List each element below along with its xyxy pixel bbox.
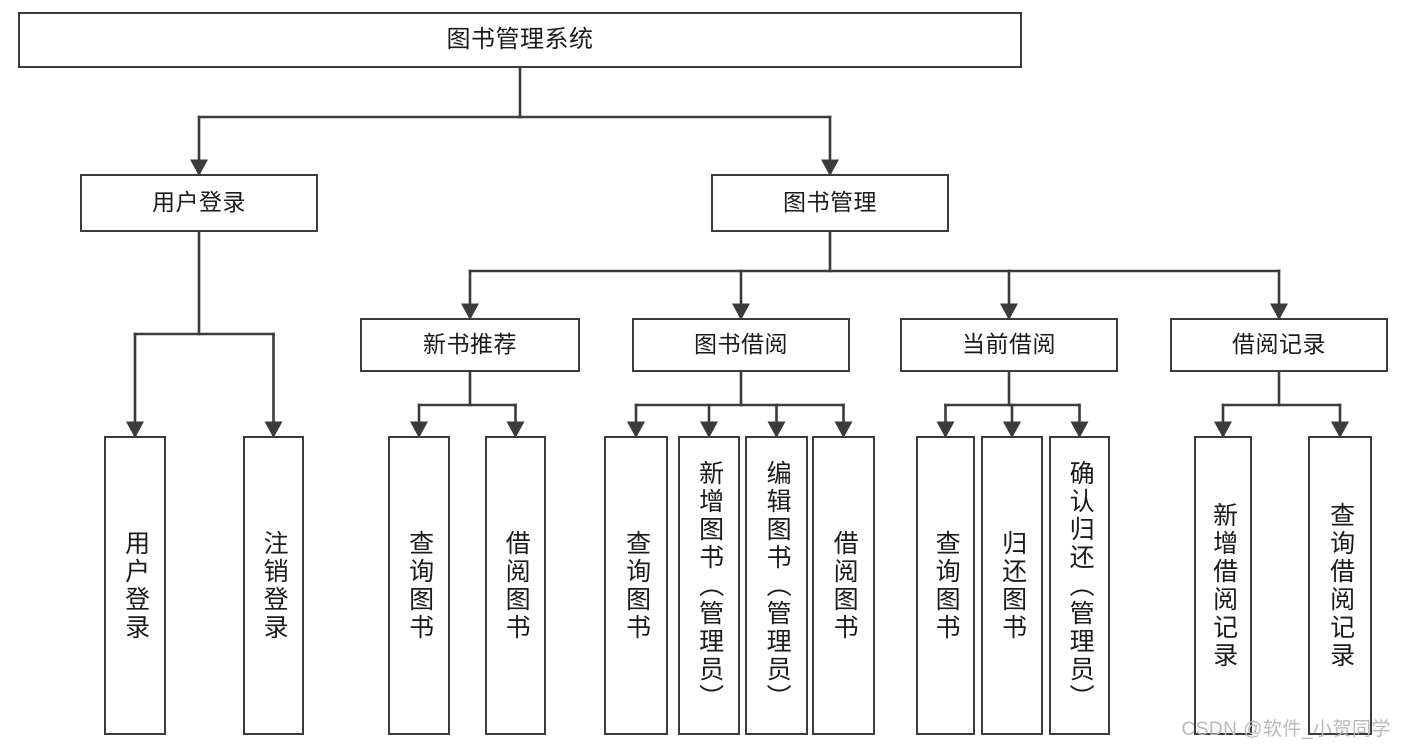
edge-group bbox=[125, 66, 1350, 439]
node-user-login[interactable]: 用户登录 bbox=[80, 174, 318, 232]
node-book-borrow[interactable]: 图书借阅 bbox=[632, 318, 850, 372]
watermark: CSDN @软件_小贺同学 bbox=[1181, 719, 1391, 740]
node-current-borrow-label: 当前借阅 bbox=[962, 331, 1056, 358]
node-book-borrow-label: 图书借阅 bbox=[694, 331, 788, 358]
leaf-query-borrow-record[interactable]: 查询借阅记录 bbox=[1308, 436, 1372, 735]
leaf-user-login-label: 用户登录 bbox=[121, 529, 150, 642]
leaf-user-login[interactable]: 用户登录 bbox=[104, 436, 166, 735]
leaf-edit-book-admin-label: 编辑图书（管理员） bbox=[763, 459, 792, 712]
node-book-management-label: 图书管理 bbox=[783, 189, 877, 216]
leaf-query-book-2-label: 查询图书 bbox=[622, 529, 651, 642]
leaf-logout[interactable]: 注销登录 bbox=[243, 436, 304, 735]
leaf-return-book-label: 归还图书 bbox=[998, 529, 1027, 642]
node-root[interactable]: 图书管理系统 bbox=[18, 12, 1022, 68]
leaf-borrow-book-2[interactable]: 借阅图书 bbox=[812, 436, 875, 735]
leaf-confirm-return-admin-label: 确认归还（管理员） bbox=[1066, 459, 1095, 712]
leaf-add-book-admin[interactable]: 新增图书（管理员） bbox=[678, 436, 740, 735]
leaf-return-book[interactable]: 归还图书 bbox=[981, 436, 1043, 735]
leaf-borrow-book-1-label: 借阅图书 bbox=[502, 529, 531, 642]
node-book-management[interactable]: 图书管理 bbox=[711, 174, 949, 232]
node-user-login-label: 用户登录 bbox=[152, 189, 246, 216]
node-root-label: 图书管理系统 bbox=[446, 25, 594, 53]
leaf-add-book-admin-label: 新增图书（管理员） bbox=[695, 459, 724, 712]
leaf-add-borrow-record[interactable]: 新增借阅记录 bbox=[1194, 436, 1252, 735]
leaf-borrow-book-1[interactable]: 借阅图书 bbox=[485, 436, 546, 735]
leaf-query-book-1[interactable]: 查询图书 bbox=[388, 436, 450, 735]
leaf-query-book-3[interactable]: 查询图书 bbox=[916, 436, 975, 735]
node-borrow-records[interactable]: 借阅记录 bbox=[1170, 318, 1388, 372]
node-new-book-recommend-label: 新书推荐 bbox=[423, 331, 517, 358]
leaf-query-book-3-label: 查询图书 bbox=[932, 529, 961, 642]
leaf-logout-label: 注销登录 bbox=[260, 529, 289, 642]
leaf-confirm-return-admin[interactable]: 确认归还（管理员） bbox=[1049, 436, 1110, 735]
leaf-query-borrow-record-label: 查询借阅记录 bbox=[1326, 501, 1355, 670]
leaf-query-book-1-label: 查询图书 bbox=[405, 529, 434, 642]
leaf-edit-book-admin[interactable]: 编辑图书（管理员） bbox=[745, 436, 808, 735]
node-new-book-recommend[interactable]: 新书推荐 bbox=[360, 318, 580, 372]
node-borrow-records-label: 借阅记录 bbox=[1232, 331, 1326, 358]
leaf-add-borrow-record-label: 新增借阅记录 bbox=[1209, 501, 1238, 670]
leaf-query-book-2[interactable]: 查询图书 bbox=[604, 436, 668, 735]
leaf-borrow-book-2-label: 借阅图书 bbox=[830, 529, 859, 642]
node-current-borrow[interactable]: 当前借阅 bbox=[900, 318, 1118, 372]
